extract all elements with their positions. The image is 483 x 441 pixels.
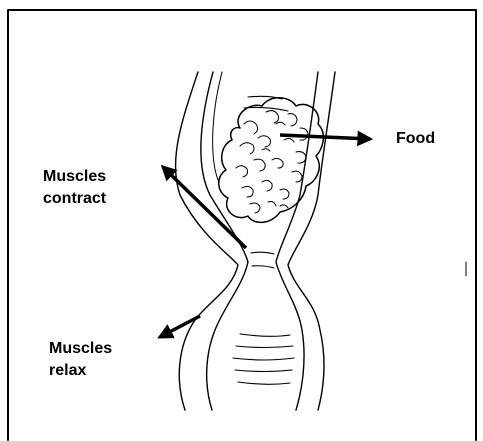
food-arrow (280, 135, 370, 139)
food-label: Food (396, 130, 435, 147)
muscles-relax-line-1: Muscles (49, 340, 112, 357)
muscles-relax-label: Muscles relax (49, 340, 117, 379)
relax-arrow (160, 316, 200, 337)
muscles-contract-line-1: Muscles (43, 168, 106, 185)
muscles-relax-line-2: relax (49, 362, 86, 379)
food-bolus (219, 98, 324, 223)
muscles-contract-label: Muscles contract (43, 168, 111, 207)
muscles-contract-line-2: contract (43, 190, 107, 207)
